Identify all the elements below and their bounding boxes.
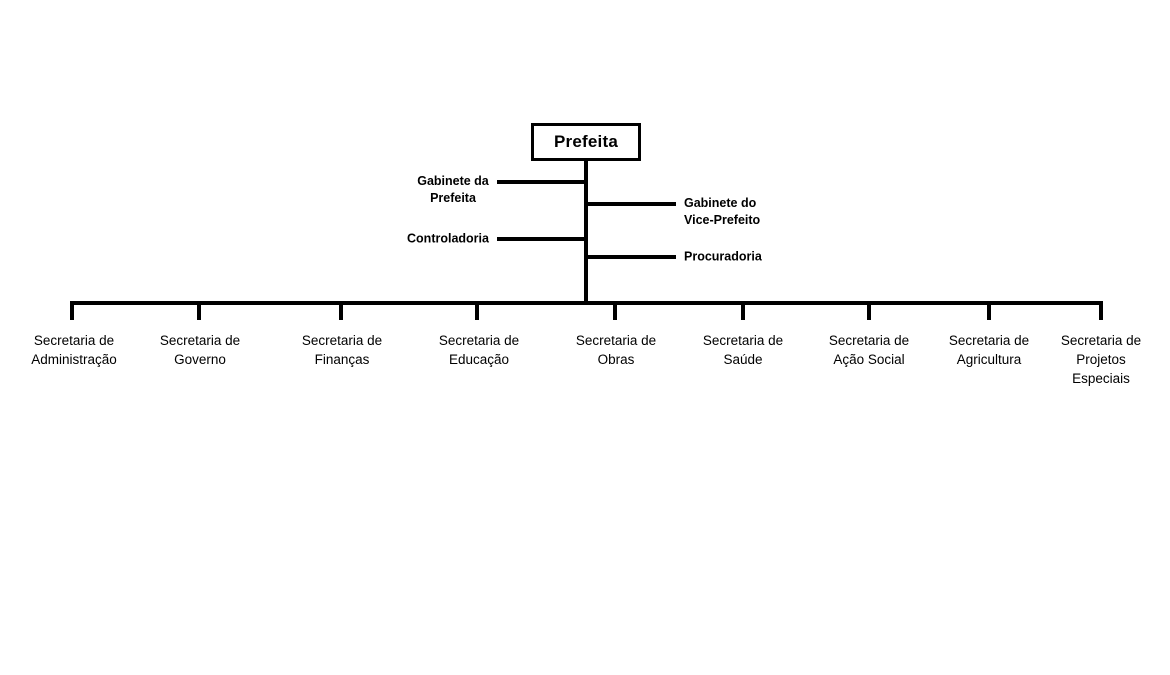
leaf-label-secretaria-saude-line1: Secretaria de	[702, 333, 784, 348]
leaf-label-secretaria-governo-line2: Governo	[174, 352, 226, 367]
leaf-label-secretaria-administracao-line2: Administração	[31, 352, 117, 367]
label-procuradoria[interactable]: Procuradoria	[684, 249, 794, 266]
drop-stub-agricultura	[987, 301, 991, 320]
leaf-label-secretaria-financas-line2: Finanças	[314, 352, 370, 367]
drop-stub-administracao	[70, 301, 74, 320]
leaf-label-secretaria-governo[interactable]: Secretaria de Governo	[125, 331, 275, 369]
drop-stub-projetos-especiais	[1099, 301, 1103, 320]
leaf-label-secretaria-acao-social-line1: Secretaria de	[828, 333, 910, 348]
drop-stub-saude	[741, 301, 745, 320]
leaf-label-secretaria-agricultura[interactable]: Secretaria de Agricultura	[914, 331, 1064, 369]
leaf-label-secretaria-administracao[interactable]: Secretaria de Administração	[0, 331, 149, 369]
leaf-label-secretaria-saude-line2: Saúde	[723, 352, 763, 367]
leaf-label-secretaria-obras-line1: Secretaria de	[575, 333, 657, 348]
branch-line-gabinete-prefeita	[497, 180, 588, 184]
drop-stub-governo	[197, 301, 201, 320]
leaf-label-secretaria-governo-line1: Secretaria de	[159, 333, 241, 348]
leaf-label-secretaria-projetos-especiais-line3: Especiais	[1072, 371, 1130, 386]
branch-line-controladoria	[497, 237, 588, 241]
label-gabinete-da-prefeita-line2: Prefeita	[430, 191, 476, 205]
leaf-label-secretaria-financas-line1: Secretaria de	[301, 333, 383, 348]
branch-line-procuradoria	[584, 255, 676, 259]
label-gabinete-do-vice-prefeito[interactable]: Gabinete do Vice-Prefeito	[684, 195, 814, 229]
leaf-label-secretaria-acao-social[interactable]: Secretaria de Ação Social	[794, 331, 944, 369]
label-controladoria[interactable]: Controladoria	[403, 231, 493, 248]
leaf-label-secretaria-educacao[interactable]: Secretaria de Educação	[404, 331, 554, 369]
trunk-line	[584, 161, 588, 305]
label-controladoria-line1: Controladoria	[407, 231, 489, 246]
leaf-label-secretaria-financas[interactable]: Secretaria de Finanças	[267, 331, 417, 369]
leaf-label-secretaria-agricultura-line2: Agricultura	[956, 352, 1022, 367]
leaf-label-secretaria-educacao-line1: Secretaria de	[438, 333, 520, 348]
label-procuradoria-line1: Procuradoria	[684, 249, 762, 264]
label-gabinete-do-vice-prefeito-line2: Vice-Prefeito	[684, 213, 761, 227]
drop-stub-obras	[613, 301, 617, 320]
leaf-label-secretaria-educacao-line2: Educação	[448, 352, 510, 367]
secretariat-bus-line	[70, 301, 1103, 305]
leaf-label-secretaria-obras[interactable]: Secretaria de Obras	[541, 331, 691, 369]
label-gabinete-da-prefeita-line1: Gabinete da	[417, 174, 489, 188]
leaf-label-secretaria-obras-line2: Obras	[597, 352, 635, 367]
leaf-label-secretaria-acao-social-line2: Ação Social	[833, 352, 905, 367]
leaf-label-secretaria-administracao-line1: Secretaria de	[33, 333, 115, 348]
leaf-label-secretaria-projetos-especiais-line2: Projetos	[1076, 352, 1126, 367]
node-prefeita[interactable]: Prefeita	[531, 123, 641, 161]
leaf-label-secretaria-agricultura-line1: Secretaria de	[948, 333, 1030, 348]
leaf-label-secretaria-saude[interactable]: Secretaria de Saúde	[668, 331, 818, 369]
node-prefeita-label: Prefeita	[554, 132, 618, 151]
drop-stub-financas	[339, 301, 343, 320]
label-gabinete-da-prefeita[interactable]: Gabinete da Prefeita	[413, 173, 493, 207]
branch-line-gabinete-vice-prefeito	[584, 202, 676, 206]
leaf-label-secretaria-projetos-especiais-line1: Secretaria de	[1060, 333, 1142, 348]
drop-stub-educacao	[475, 301, 479, 320]
leaf-label-secretaria-projetos-especiais[interactable]: Secretaria de Projetos Especiais	[1032, 331, 1170, 388]
drop-stub-acao-social	[867, 301, 871, 320]
label-gabinete-do-vice-prefeito-line1: Gabinete do	[684, 196, 757, 210]
